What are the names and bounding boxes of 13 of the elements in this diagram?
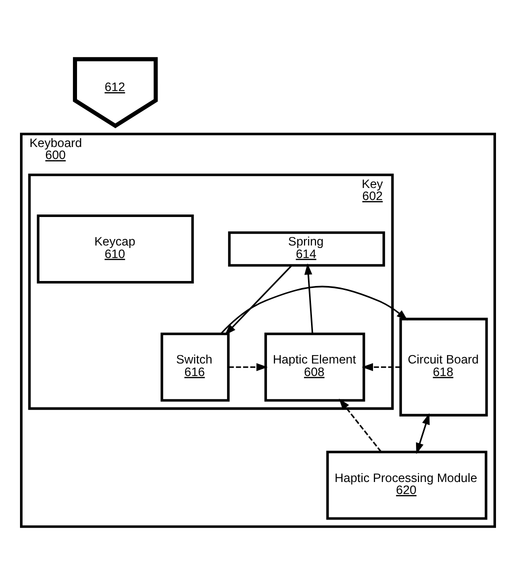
arrow <box>220 286 408 334</box>
node-box: Switch 616 <box>160 332 230 402</box>
arrow <box>224 265 292 336</box>
node-box: Haptic Element 608 <box>264 332 365 402</box>
arrow <box>415 413 430 454</box>
arrow <box>338 398 382 452</box>
arrow <box>304 263 313 334</box>
arrow <box>361 363 400 372</box>
arrow <box>228 363 268 372</box>
node-box: Spring 614 <box>228 231 385 267</box>
node-box: Circuit Board 618 <box>398 318 488 416</box>
node-box: Keycap 610 <box>36 214 194 284</box>
node-box: Haptic Processing Module 620 <box>326 450 487 520</box>
